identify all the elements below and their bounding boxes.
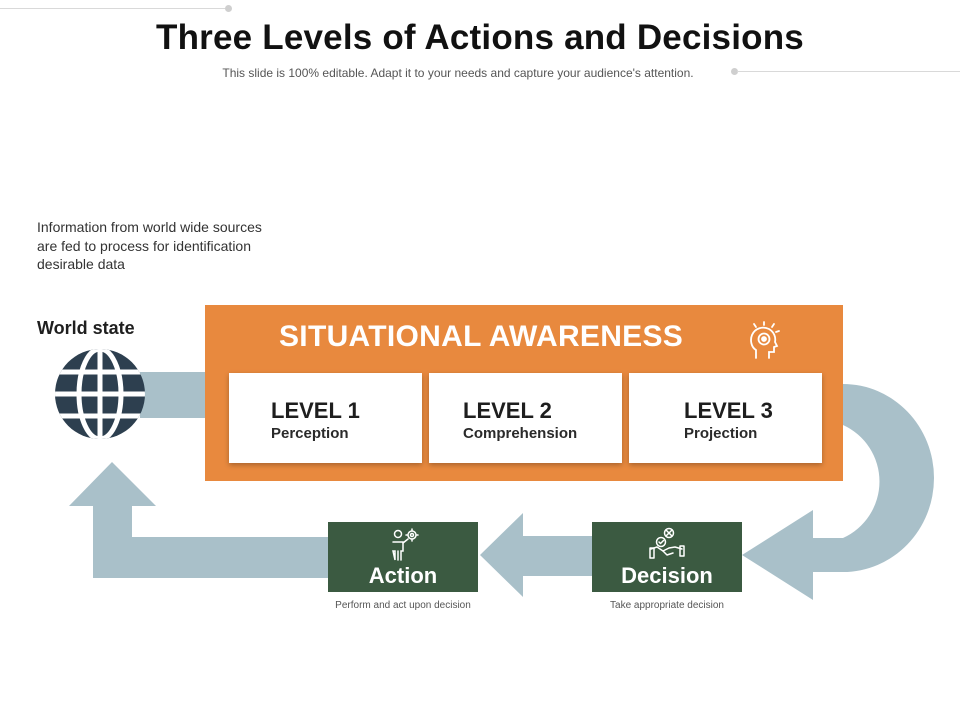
level-title: LEVEL 2 xyxy=(463,398,552,423)
lightbulb-head-icon xyxy=(750,321,780,359)
arrow-u-turn xyxy=(742,384,934,600)
decision-caption: Take appropriate decision xyxy=(610,600,724,611)
arrow-decision-to-action xyxy=(480,513,593,597)
world-info-line: Information from world wide sources xyxy=(37,219,262,235)
subtitle-decorative-line xyxy=(737,71,960,72)
globe-icon xyxy=(55,349,145,439)
decision-label: Decision xyxy=(621,563,713,588)
action-box: Action xyxy=(328,522,478,592)
action-caption: Perform and act upon decision xyxy=(335,600,471,611)
handshake-check-icon xyxy=(649,527,685,559)
world-info-line: desirable data xyxy=(37,256,125,272)
level-card-1: LEVEL 1 Perception xyxy=(229,373,422,463)
level-card-3: LEVEL 3 Projection xyxy=(629,373,822,463)
situational-awareness-title: SITUATIONAL AWARENESS xyxy=(279,320,684,353)
level-subtitle: Projection xyxy=(684,425,758,442)
level-title: LEVEL 3 xyxy=(684,398,773,423)
world-info-text: Information from world wide sources are … xyxy=(37,218,317,274)
decision-box: Decision xyxy=(592,522,742,592)
level-title: LEVEL 1 xyxy=(271,398,360,423)
arrow-action-to-world xyxy=(69,462,330,578)
level-card-2: LEVEL 2 Comprehension xyxy=(429,373,622,463)
top-decorative-line xyxy=(0,8,226,9)
person-gear-icon xyxy=(392,528,419,561)
page-title: Three Levels of Actions and Decisions xyxy=(156,18,804,57)
action-label: Action xyxy=(368,563,438,588)
page-subtitle: This slide is 100% editable. Adapt it to… xyxy=(222,66,694,80)
top-decorative-dot xyxy=(225,5,232,12)
world-state-label: World state xyxy=(37,318,135,338)
level-subtitle: Perception xyxy=(271,425,349,442)
subtitle-decorative-dot xyxy=(731,68,738,75)
level-subtitle: Comprehension xyxy=(463,425,578,442)
world-info-line: are fed to process for identification xyxy=(37,237,252,254)
